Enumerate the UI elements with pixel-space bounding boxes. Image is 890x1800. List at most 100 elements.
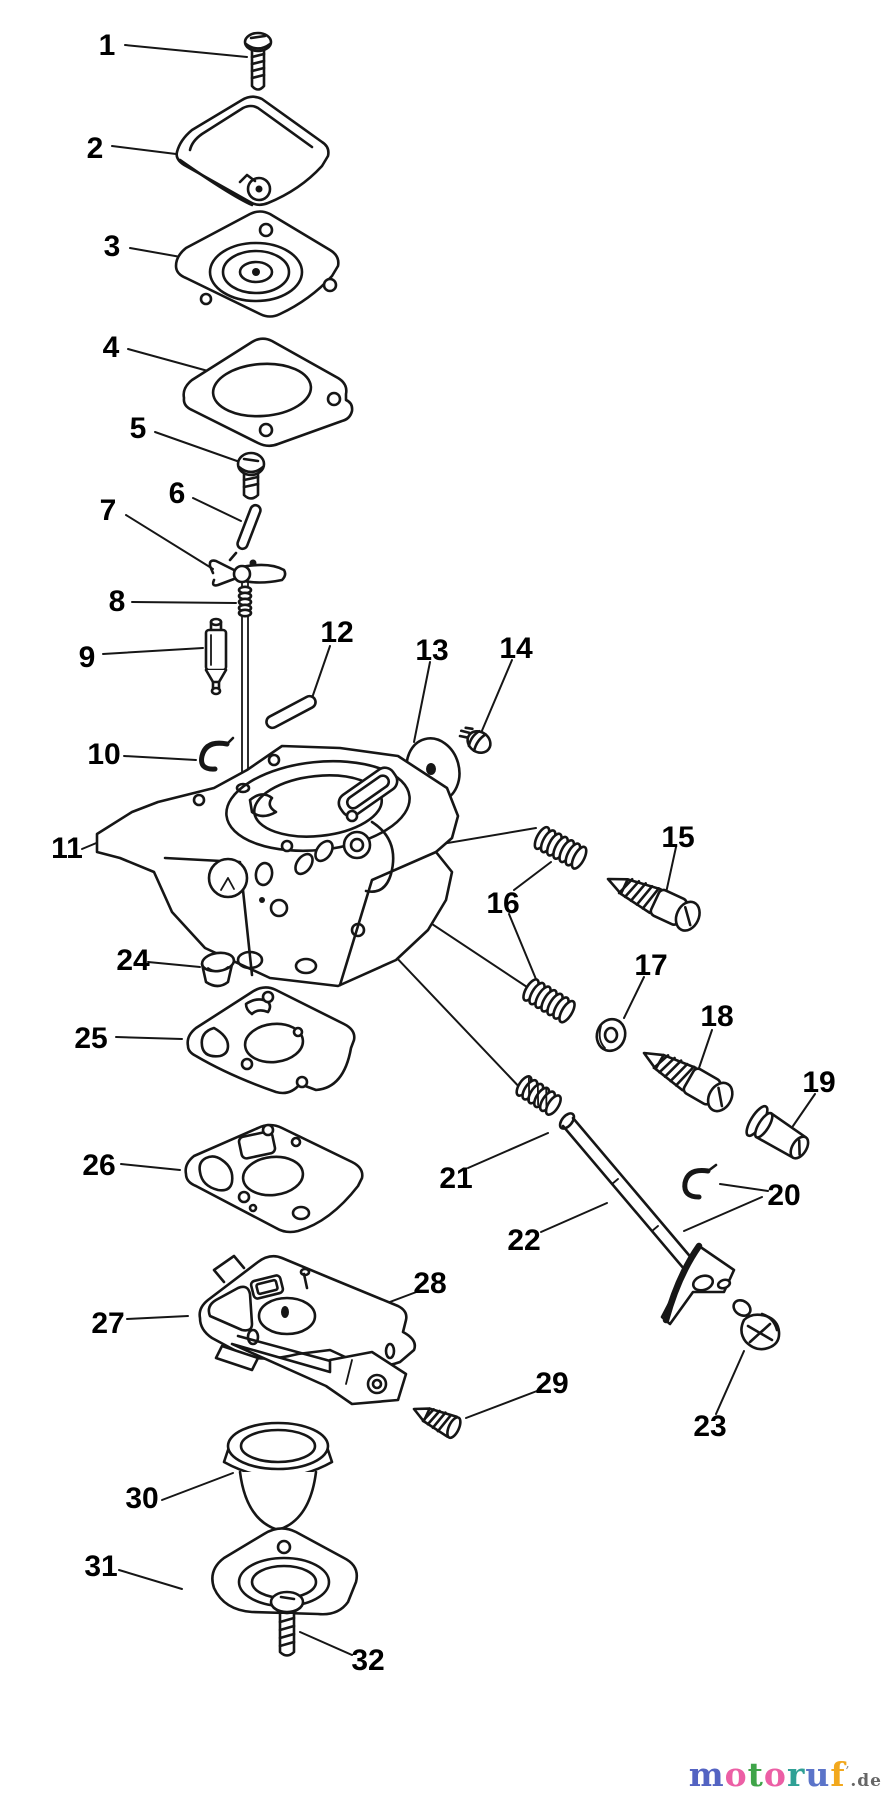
- part-30-primer-bulb: [222, 1421, 334, 1532]
- watermark-suffix: .de: [850, 1771, 882, 1791]
- watermark-letter: m: [688, 1755, 725, 1794]
- part-label-21: 21: [439, 1162, 472, 1195]
- part-32-base-screw: [269, 1590, 305, 1657]
- part-label-1: 1: [99, 29, 116, 62]
- part-label-3: 3: [104, 230, 121, 263]
- leader-10: [123, 755, 197, 761]
- part-31-base-gasket: [211, 1527, 359, 1616]
- part-label-11: 11: [51, 832, 83, 865]
- part-label-10: 10: [87, 738, 120, 771]
- watermark-letter: r: [786, 1755, 806, 1794]
- leader-8: [131, 601, 237, 604]
- watermark-letter: f: [830, 1755, 846, 1794]
- part-14-disc-screw: [458, 726, 492, 754]
- part-27-pump-body: [198, 1254, 417, 1406]
- part-label-20: 20: [767, 1179, 800, 1212]
- part-17-washer: [595, 1017, 627, 1053]
- part-label-5: 5: [130, 412, 147, 445]
- watermark-letter: t: [747, 1755, 764, 1794]
- part-26-pump-diaphragm: [184, 1123, 364, 1234]
- part-label-22: 22: [507, 1224, 540, 1257]
- leader-12: [311, 645, 331, 699]
- watermark-letter: u: [805, 1755, 831, 1794]
- part-label-24: 24: [116, 944, 150, 977]
- part-label-9: 9: [79, 641, 96, 674]
- part-29-tapping-screw: [412, 1407, 462, 1440]
- part-20-e-clip: [682, 1163, 718, 1200]
- leader-6: [192, 497, 242, 522]
- leader-20: [719, 1183, 769, 1192]
- leader-16b: [508, 913, 539, 985]
- leader-16a: [513, 861, 552, 891]
- part-21-throttle-spring: [515, 1075, 562, 1116]
- part-label-25: 25: [74, 1022, 107, 1055]
- part-label-7: 7: [100, 494, 117, 527]
- part-16-needle-spring-upper: [533, 825, 588, 870]
- part-22-throttle-rod: [558, 1112, 736, 1326]
- part-label-26: 26: [82, 1149, 115, 1182]
- leader-32: [299, 1631, 353, 1656]
- leader-18: [698, 1029, 713, 1069]
- part-12-fulcrum-pin: [265, 694, 317, 730]
- part-label-30: 30: [125, 1482, 158, 1515]
- part-label-17: 17: [634, 949, 667, 982]
- leader-1: [124, 44, 248, 58]
- leader-5: [154, 431, 238, 462]
- part-label-13: 13: [415, 634, 448, 667]
- leader-19: [792, 1093, 816, 1127]
- watermark-logo: motoruf’.de: [689, 1755, 882, 1794]
- leader-23: [715, 1350, 745, 1415]
- part-label-28: 28: [413, 1267, 446, 1300]
- leader-27: [126, 1315, 189, 1320]
- part-25-pump-gasket: [186, 986, 356, 1095]
- part-label-29: 29: [535, 1367, 568, 1400]
- leader-30: [161, 1472, 234, 1501]
- leader-13: [413, 661, 431, 743]
- part-23-idle-screw: [732, 1298, 781, 1351]
- leader-21: [467, 1132, 549, 1169]
- part-label-14: 14: [499, 632, 533, 665]
- part-18-adjust-needle: [642, 1051, 734, 1113]
- part-label-31: 31: [84, 1550, 117, 1583]
- part-9-inlet-needle: [204, 617, 228, 696]
- part-15-adjust-needle: [606, 877, 701, 932]
- leader-29: [465, 1390, 538, 1419]
- watermark-letter: o: [763, 1755, 787, 1794]
- watermark-letter: o: [724, 1755, 748, 1794]
- part-label-6: 6: [169, 477, 186, 510]
- part-label-18: 18: [700, 1000, 733, 1033]
- leader-17: [623, 976, 645, 1019]
- part-label-4: 4: [103, 331, 120, 364]
- leader-26: [120, 1163, 181, 1171]
- part-10-retaining-clip: [199, 736, 235, 772]
- leader-4: [127, 348, 209, 372]
- part-24-cup-plug: [200, 951, 236, 988]
- carburetor-body: [95, 744, 460, 988]
- part-3-diaphragm-assembly: [174, 210, 340, 318]
- part-16-needle-spring-lower: [522, 978, 576, 1024]
- part-6-pivot-pin: [236, 503, 262, 551]
- leader-2: [111, 145, 177, 155]
- part-label-8: 8: [109, 585, 126, 618]
- leader-7: [125, 514, 214, 570]
- part-label-23: 23: [693, 1410, 726, 1443]
- watermark-letters: motoruf: [689, 1755, 846, 1794]
- part-label-12: 12: [320, 616, 353, 649]
- part-label-19: 19: [802, 1066, 835, 1099]
- part-8-metering-spring: [237, 585, 253, 618]
- part-label-16: 16: [486, 887, 519, 920]
- part-label-27: 27: [91, 1307, 124, 1340]
- leader-9: [102, 647, 204, 655]
- leader-15: [665, 846, 677, 894]
- part-4-diaphragm-gasket: [182, 337, 354, 448]
- leader-22: [540, 1202, 608, 1233]
- part-2-pump-cover: [175, 95, 330, 207]
- part-labels: 1 2 3 4 5 6 7 8 9 10 11 12 13 14 15 16 1…: [51, 29, 836, 1677]
- part-19-limiter-plug: [745, 1104, 810, 1160]
- leader-14: [480, 659, 513, 734]
- part-label-15: 15: [661, 821, 694, 854]
- watermark-tm-mark: ’: [845, 1764, 851, 1777]
- part-5-lever-screw: [236, 451, 266, 500]
